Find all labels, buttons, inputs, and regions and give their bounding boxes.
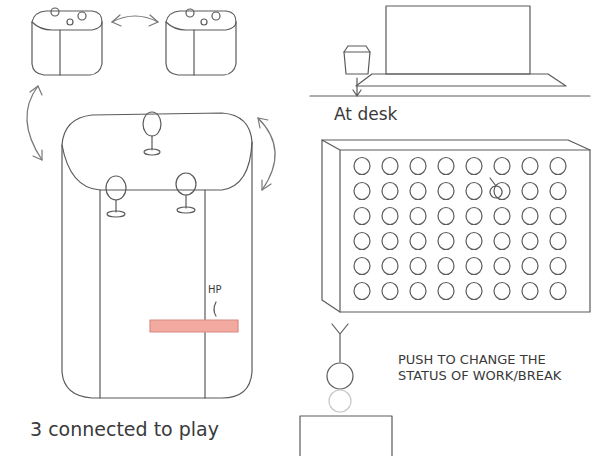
hole [550,233,566,250]
game-cube [62,112,252,398]
hole [466,233,482,250]
hole [382,283,398,300]
hole [494,233,510,250]
status-panel [322,140,590,312]
hole [354,158,370,175]
hole [410,158,426,175]
hole [410,258,426,275]
leader-line [353,78,361,96]
hole [438,283,454,300]
hole [410,233,426,250]
hole [438,258,454,275]
hole [354,258,370,275]
hole [494,283,510,300]
hole [438,208,454,225]
hole [354,233,370,250]
leader-line [214,302,216,316]
hole [550,258,566,275]
hole [522,208,538,225]
hole [466,158,482,175]
hole [382,233,398,250]
hole [382,158,398,175]
hole [466,183,482,200]
hole [354,208,370,225]
hole [494,208,510,225]
hole [522,283,538,300]
hole [522,233,538,250]
hole [410,183,426,200]
instruction-note: PUSH TO CHANGE THE STATUS OF WORK/BREAK [398,352,588,385]
hole [438,183,454,200]
hole [438,158,454,175]
hole [522,183,538,200]
hole [382,208,398,225]
hole [494,158,510,175]
desk-laptop [310,6,590,96]
hole [410,283,426,300]
location-note: At desk [334,104,397,125]
push-button [300,324,392,456]
hole [522,258,538,275]
hole [550,158,566,175]
small-cube [166,9,236,75]
hole [382,258,398,275]
hole [466,208,482,225]
caption-note: 3 connected to play [30,418,219,442]
small-cube [32,8,102,75]
hole [522,158,538,175]
hole [382,183,398,200]
hole [466,283,482,300]
hole [354,283,370,300]
hole [494,258,510,275]
hole [550,283,566,300]
hole [354,183,370,200]
hole [466,258,482,275]
hole [550,208,566,225]
hp-label: HP [208,284,222,297]
peg [490,178,502,198]
hole [550,183,566,200]
cycle-arrows [27,15,275,190]
hole [438,233,454,250]
hole [410,208,426,225]
